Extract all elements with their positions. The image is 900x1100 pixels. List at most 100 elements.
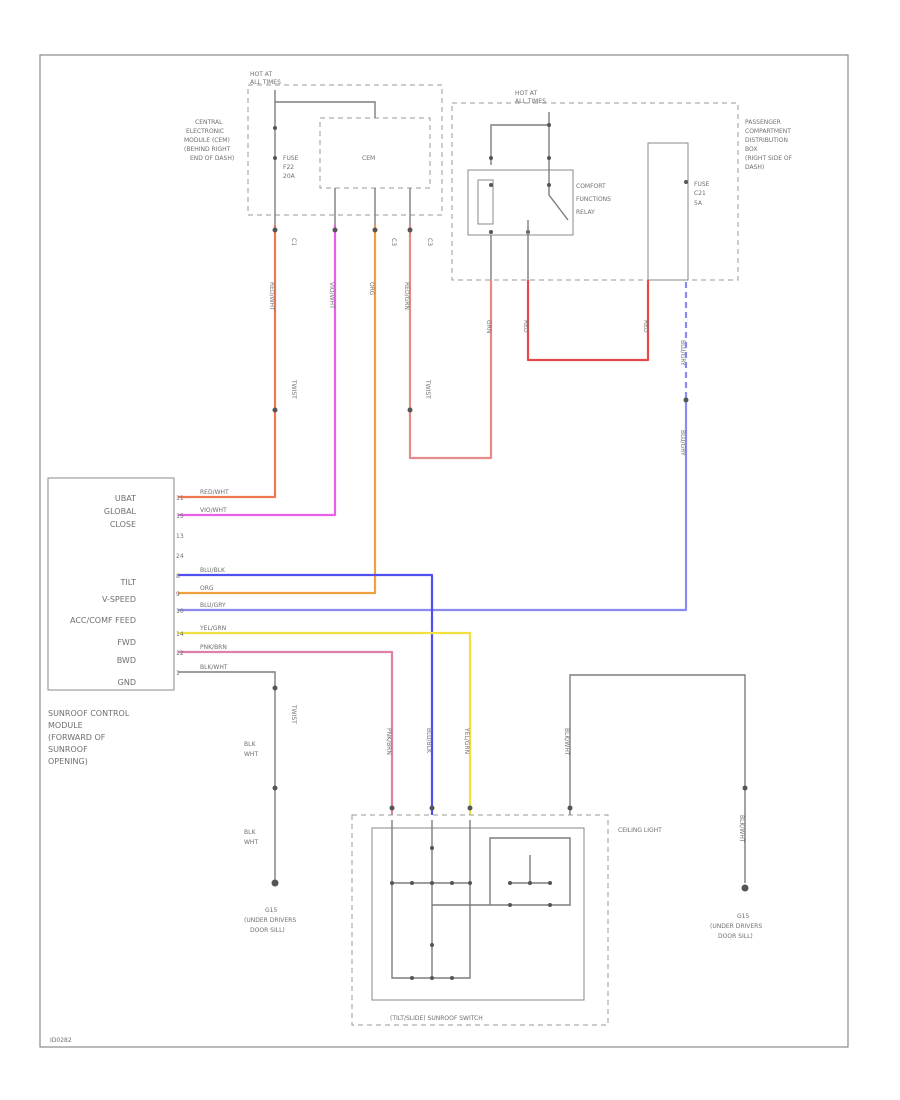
ground-right-3: DOOR SILL) (718, 933, 753, 940)
pcdb-label-6: DASH) (745, 164, 764, 171)
ground-right-2: (UNDER DRIVERS (710, 923, 762, 930)
diagram-frame (39, 54, 849, 1048)
pn-11: 11 (176, 495, 184, 502)
wire-blu-gry-solid (178, 400, 688, 612)
conn-c3a: C3 (390, 238, 397, 246)
footer-id: ID0282 (50, 1037, 72, 1044)
fuse-left-2: F22 (283, 164, 294, 171)
ground-left-3: DOOR SILL) (250, 927, 285, 934)
wl-red-grn: RED/GRN (403, 282, 410, 310)
wire-orange (178, 225, 377, 595)
pn-15: 15 (176, 513, 184, 520)
sunroof-control-module: UBAT GLOBAL CLOSE TILT V-SPEED ACC/COMF … (47, 477, 229, 766)
pcdb-block: HOT AT ALL TIMES PASSENGER COMPARTMENT D… (451, 90, 793, 281)
hot-at-right-line2: ALL TIMES (515, 98, 546, 105)
wl-blu-gry-2: BLU/GRY (679, 430, 686, 456)
wire-blu-blk (178, 573, 434, 815)
ground-left-1: G15 (265, 907, 277, 914)
hot-at-right-line1: HOT AT (515, 90, 537, 97)
wire-red-grn (408, 225, 493, 460)
wire-yel-grn (178, 631, 472, 815)
pin-gnd: GND (118, 678, 136, 687)
mw-blk-wht: BLK/WHT (200, 664, 228, 671)
hot-at-left-line2: ALL TIMES (250, 79, 281, 86)
cem-inner-label: CEM (362, 155, 375, 162)
gnd-wire1-2: WHT (244, 751, 258, 758)
pin-close: CLOSE (110, 520, 136, 529)
module-label-5: OPENING) (48, 757, 88, 766)
pcdb-label-2: COMPARTMENT (745, 128, 791, 135)
fuse-left-1: FUSE (283, 155, 299, 162)
ceiling-light-label: CEILING LIGHT (618, 827, 662, 834)
relay-label-1: COMFORT (576, 183, 606, 190)
vw-blk-wht: BLK/WHT (563, 728, 570, 756)
wl-org: ORG (368, 282, 375, 296)
wl-vio-wht: VIO/WHT (328, 282, 335, 309)
gnd-wire1-1: BLK (244, 741, 256, 748)
fuse-right-3: 5A (694, 200, 703, 207)
mw-red-wht: RED/WHT (200, 489, 229, 496)
conn-c1: C1 (290, 238, 297, 246)
wire-red-wht (178, 225, 277, 499)
pcdb-label-1: PASSENGER (745, 119, 781, 126)
pcdb-label-4: BOX (745, 146, 757, 153)
wire-labels-top: RED/WHT VIO/WHT ORG RED/GRN GRN RED RED … (268, 282, 686, 456)
vw-blu-blk: BLU/BLK (425, 728, 432, 754)
pn-14: 14 (176, 631, 184, 638)
mw-blu-blk: BLU/BLK (200, 567, 226, 574)
wl-grn: GRN (485, 320, 492, 333)
mw-pnk-brn: PNK/BRN (200, 644, 227, 651)
conn-c3b: C3 (426, 238, 433, 246)
vw-pnk-brn: PNK/BRN (385, 728, 392, 755)
pin-bwd: BWD (117, 656, 136, 665)
ground-left-2: (UNDER DRIVERS (244, 917, 296, 924)
switch-label: (TILT/SLIDE) SUNROOF SWITCH (390, 1015, 483, 1022)
pin-vspeed: V-SPEED (102, 595, 136, 604)
gnd-wire2-1: BLK (244, 829, 256, 836)
pn-10: 10 (176, 608, 184, 615)
hot-at-left-line1: HOT AT (250, 71, 272, 78)
pcdb-label-3: DISTRIBUTION (745, 137, 788, 144)
module-label-2: MODULE (48, 721, 83, 730)
fuse-right-2: C21 (694, 190, 706, 197)
fuse-left-3: 20A (283, 173, 296, 180)
wl-red-2: RED (642, 320, 649, 333)
module-label-4: SUNROOF (48, 745, 88, 754)
relay-label-2: FUNCTIONS (576, 196, 611, 203)
sunroof-switch: CEILING LIGHT (TILT/SLIDE) SUNROOF SWITC… (351, 727, 662, 1026)
wire-vio-wht (178, 225, 337, 517)
wire-blk-ceiling (569, 674, 746, 883)
pn-1: 1 (176, 670, 180, 677)
ground-right-1: G15 (737, 913, 749, 920)
wl-red-wht: RED/WHT (268, 282, 275, 311)
pn-12: 12 (176, 650, 184, 657)
cem-label-3: MODULE (CEM) (184, 137, 230, 144)
cem-block: HOT AT ALL TIMES CENTRAL ELECTRONIC MODU… (184, 71, 443, 246)
twist-1: TWIST (290, 379, 297, 399)
cem-label-1: CENTRAL (195, 119, 223, 126)
fuse-right-1: FUSE (694, 181, 710, 188)
pn-8: 8 (176, 573, 180, 580)
vw-yel-grn: YEL/GRN (463, 727, 470, 754)
module-label-3: (FORWARD OF (48, 733, 106, 742)
pin-fwd: FWD (117, 638, 136, 647)
mw-vio-wht: VIO/WHT (200, 507, 227, 514)
mw-blu-gry: BLU/GRY (200, 602, 226, 609)
cem-label-4: (BEHIND RIGHT (184, 146, 231, 153)
pn-9: 9 (176, 591, 180, 598)
connector-dots (271, 227, 749, 892)
pin-tilt: TILT (120, 578, 137, 587)
wl-red-1: RED (522, 320, 529, 333)
mw-yel-grn: YEL/GRN (199, 625, 226, 632)
relay-label-3: RELAY (576, 209, 595, 216)
wl-blu-gry-1: BLU/GRY (679, 340, 686, 366)
pn-24: 24 (176, 553, 184, 560)
cem-label-5: END OF DASH) (190, 155, 234, 162)
wire-pnk-brn (178, 650, 394, 815)
pin-acc: ACC/COMF FEED (70, 616, 136, 625)
pin-ubat: UBAT (115, 494, 136, 503)
grounds: TWIST BLK WHT BLK WHT G15 (UNDER DRIVERS… (244, 704, 762, 940)
pn-13: 13 (176, 533, 184, 540)
pcdb-label-5: (RIGHT SIDE OF (745, 155, 793, 162)
